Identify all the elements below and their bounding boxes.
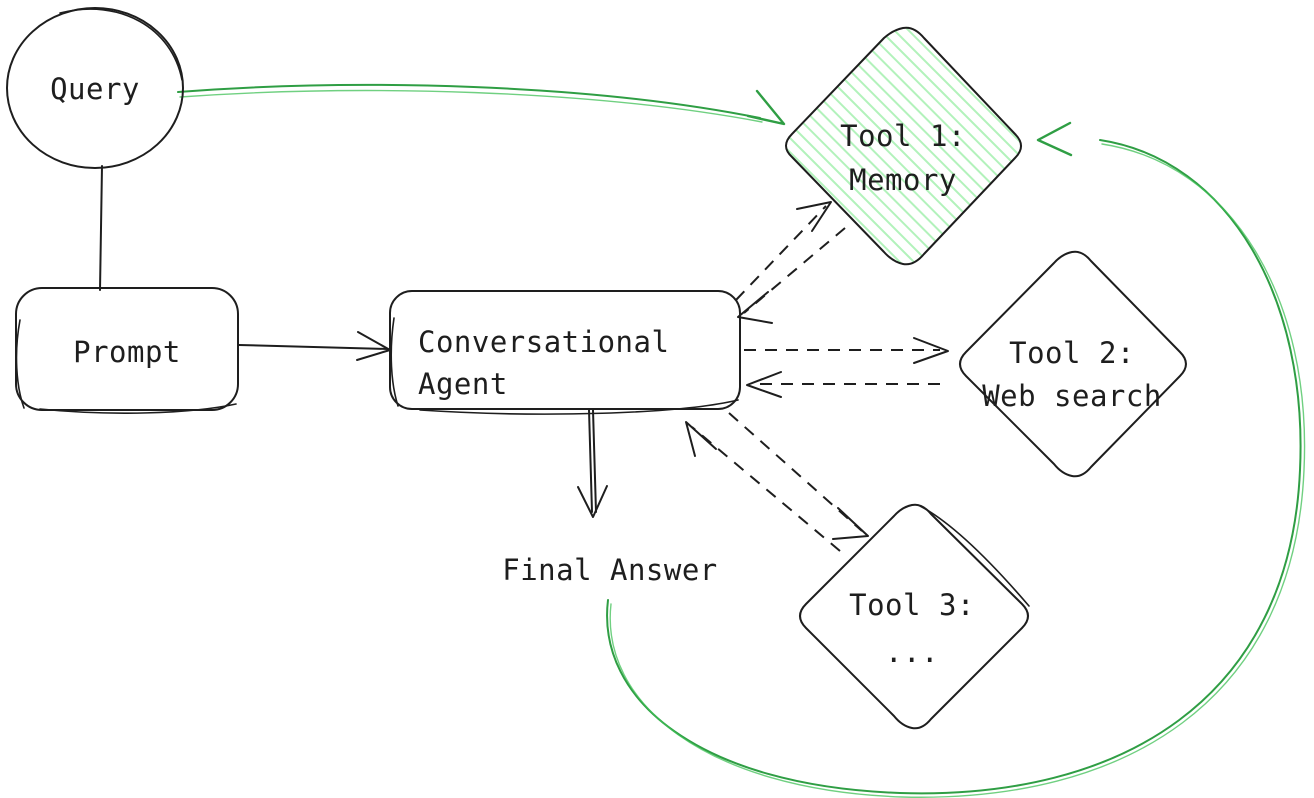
node-tool3-label-line2: ... bbox=[885, 635, 939, 669]
node-tool2-label-line2: Web search bbox=[982, 379, 1162, 413]
edge-agent-to-tool3 bbox=[728, 412, 869, 540]
edge-prompt-to-agent bbox=[238, 331, 391, 361]
edge-tool2-to-agent bbox=[746, 371, 940, 398]
node-final-answer: Final Answer bbox=[502, 553, 718, 587]
node-agent-label-line2: Agent bbox=[418, 367, 508, 401]
node-tool3-label-line1: Tool 3: bbox=[849, 588, 975, 622]
edge-agent-to-final-answer bbox=[577, 409, 608, 518]
edge-agent-to-tool1 bbox=[735, 201, 832, 301]
node-agent-label-line1: Conversational bbox=[418, 325, 669, 359]
edge-agent-to-tool2 bbox=[744, 337, 949, 364]
node-tool3[interactable]: Tool 3: ... bbox=[799, 503, 1030, 730]
node-tool1-label-line1: Tool 1: bbox=[840, 119, 966, 153]
edge-query-to-tool1 bbox=[177, 83, 786, 126]
edge-final-answer-loop-to-tool1 bbox=[606, 121, 1306, 798]
node-tool2[interactable]: Tool 2: Web search bbox=[959, 250, 1187, 478]
node-prompt-label: Prompt bbox=[73, 335, 181, 369]
edge-tool3-to-agent bbox=[685, 421, 841, 552]
tool1-fill bbox=[786, 27, 1021, 265]
node-tool1[interactable]: Tool 1: Memory bbox=[785, 26, 1022, 266]
node-final-answer-label: Final Answer bbox=[502, 553, 718, 587]
edge-query-to-prompt bbox=[99, 165, 103, 291]
node-query[interactable]: Query bbox=[6, 7, 184, 169]
edge-tool1-to-agent bbox=[737, 227, 846, 324]
node-tool2-label-line1: Tool 2: bbox=[1009, 336, 1135, 370]
node-agent[interactable]: Conversational Agent bbox=[389, 290, 741, 415]
node-query-label: Query bbox=[50, 72, 140, 106]
node-tool1-label-line2: Memory bbox=[849, 163, 957, 197]
node-prompt[interactable]: Prompt bbox=[15, 287, 239, 414]
